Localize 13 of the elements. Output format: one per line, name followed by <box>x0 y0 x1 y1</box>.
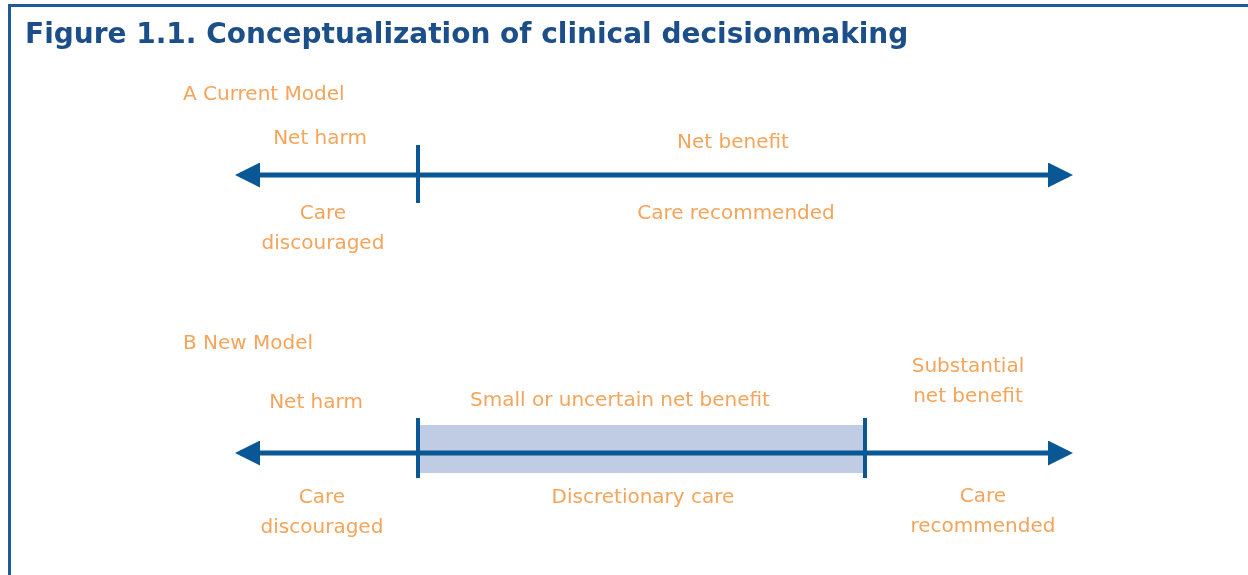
region-label: Discretionary care <box>550 483 736 510</box>
region-label: Substantial net benefit <box>910 352 1026 409</box>
panel-heading: A Current Model <box>183 80 345 107</box>
panel-heading: B New Model <box>183 329 314 356</box>
region-label: Care discouraged <box>259 483 385 540</box>
region-label: Care discouraged <box>260 199 386 256</box>
region-label: Net harm <box>268 388 364 415</box>
region-label: Care recommended <box>636 199 836 226</box>
figure-title: Figure 1.1. Conceptualization of clinical decisionmaking <box>25 17 909 50</box>
region-label: Care recommended <box>909 482 1057 539</box>
region-label: Small or uncertain net benefit <box>469 386 771 413</box>
region-label: Net benefit <box>676 128 790 155</box>
region-label: Net harm <box>272 124 368 151</box>
